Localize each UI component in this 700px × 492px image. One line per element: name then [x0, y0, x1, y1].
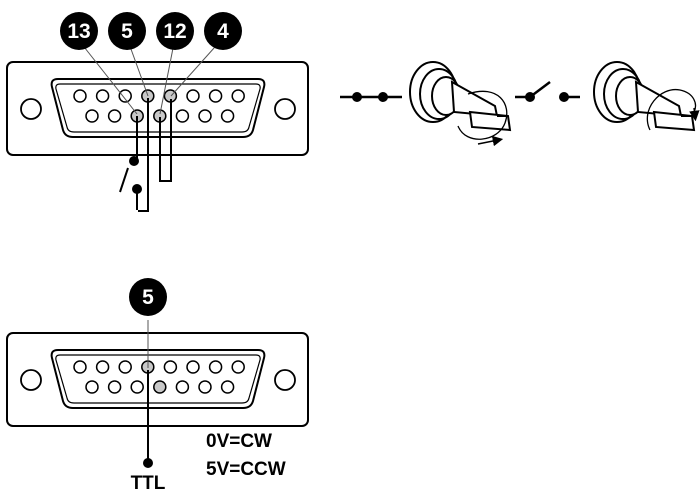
pin-top-row: [118, 89, 132, 103]
pin-top-row: [118, 360, 132, 374]
jumper-12-4: [159, 99, 172, 182]
switch-contacts: [129, 156, 142, 194]
pin-bottom-row: [198, 109, 212, 123]
pin-badge-5: 5: [108, 12, 146, 50]
connector-shell: [50, 78, 266, 138]
closed-switch-symbol: [340, 92, 402, 102]
pin-top-row: [208, 89, 223, 103]
pin-bottom-row: [220, 109, 235, 123]
ttl-terminal: [143, 458, 153, 468]
pin-bottom-row: [175, 380, 190, 394]
connector-shell: [50, 349, 266, 409]
svg-text:12: 12: [163, 20, 186, 43]
svg-text:4: 4: [217, 20, 229, 43]
ttl-label: TTL: [131, 473, 166, 492]
pin-top-row: [231, 360, 245, 374]
mounting-hole-right: [274, 369, 296, 391]
pin-top-row: [186, 360, 200, 374]
pin-badge-13: 13: [60, 12, 98, 50]
mounting-hole-left: [20, 369, 42, 391]
pin-badge-12: 12: [156, 12, 194, 50]
svg-text:5: 5: [121, 20, 133, 43]
pin-top-row: [163, 360, 178, 374]
mounting-hole-left: [20, 98, 42, 120]
top-wiring: [119, 98, 172, 212]
pin-bottom-row: [198, 380, 212, 394]
pin-bottom-row: [85, 109, 99, 123]
pin-top-row: [95, 89, 110, 103]
pin-badge-5-bottom: 5: [129, 278, 167, 316]
pin-bottom-row: [153, 380, 167, 394]
pin-top-row: [231, 89, 245, 103]
open-switch-symbol: [515, 81, 580, 102]
top-pin-badges: 13 5 12 4: [60, 12, 242, 50]
pin-bottom-row: [107, 109, 122, 123]
svg-text:5: 5: [142, 286, 154, 309]
svg-text:13: 13: [67, 20, 90, 43]
knob-ccw: [593, 61, 700, 132]
pin-bottom-row: [220, 380, 235, 394]
pin-top-row: [208, 360, 223, 374]
pin-top-row: [73, 89, 87, 103]
pin-top-row: [95, 360, 110, 374]
pin-top-row: [186, 89, 200, 103]
legend-ccw: 5V=CCW: [206, 459, 286, 480]
top-pin-grid: [73, 89, 245, 123]
pin-badge-4: 4: [204, 12, 242, 50]
pin-bottom-row: [107, 380, 122, 394]
wire-pin-5: [138, 98, 149, 212]
pin-top-row: [73, 360, 87, 374]
mounting-hole-right: [274, 98, 296, 120]
knob-cw: [409, 61, 512, 147]
top-db15-connector: [6, 61, 309, 156]
pin-bottom-row: [175, 109, 190, 123]
connector-shell-inner: [55, 354, 261, 404]
legend-cw: 0V=CW: [206, 431, 272, 452]
connector-shell-inner: [55, 83, 261, 133]
bottom-db15-connector: [6, 332, 309, 427]
pin-bottom-row: [130, 380, 144, 394]
pin-bottom-row: [85, 380, 99, 394]
switch-lever: [119, 167, 129, 193]
